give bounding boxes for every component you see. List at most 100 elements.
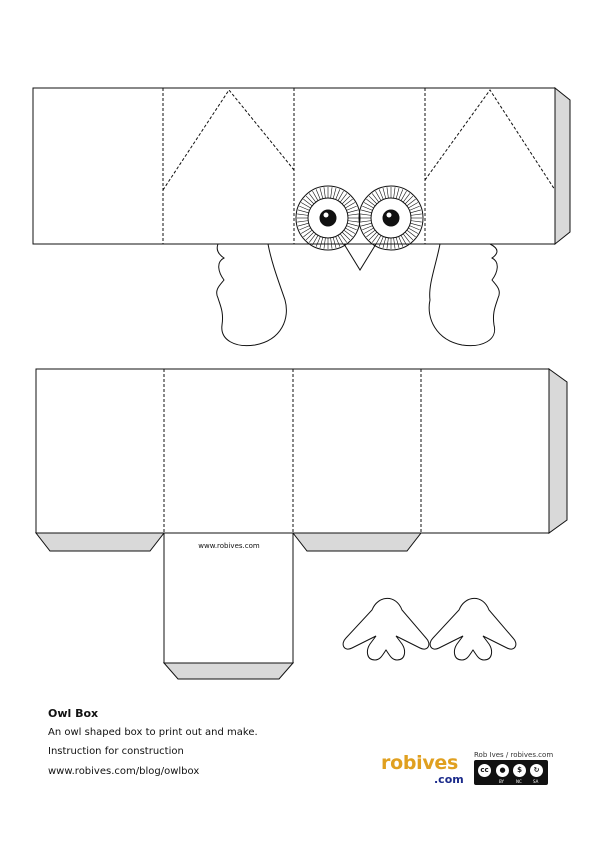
eye-ray bbox=[339, 233, 348, 243]
eye-ray bbox=[382, 187, 387, 199]
right-foot bbox=[429, 597, 517, 661]
eye-ray bbox=[347, 209, 359, 214]
left-foot bbox=[342, 597, 430, 661]
eye-ray bbox=[395, 187, 400, 199]
eye-ray bbox=[400, 235, 407, 245]
cc-license-badge[interactable]: cc ● $ ↻ BY NC SA bbox=[474, 760, 548, 785]
eye-ray bbox=[409, 205, 420, 211]
eye-ray bbox=[366, 229, 376, 238]
eye-ray bbox=[360, 220, 372, 223]
eye-ray bbox=[308, 233, 317, 243]
eye-ray bbox=[312, 191, 319, 201]
eye-ray bbox=[332, 237, 337, 249]
eye-ray bbox=[315, 189, 321, 200]
eye-ray bbox=[346, 225, 357, 231]
by-icon: ● bbox=[495, 763, 510, 778]
eye-ray bbox=[364, 202, 374, 209]
description-text: An owl shaped box to print out and make. bbox=[48, 727, 258, 738]
eye-ray bbox=[323, 237, 326, 249]
eye-ray bbox=[337, 235, 344, 245]
nc-icon: $ bbox=[512, 763, 527, 778]
eye-ray bbox=[366, 198, 376, 207]
eye-ray bbox=[368, 231, 378, 241]
base-tab bbox=[162, 662, 295, 680]
eye-ray bbox=[404, 231, 414, 241]
eye-ray bbox=[303, 229, 313, 238]
eye-ray bbox=[347, 220, 359, 223]
eye-ray bbox=[360, 209, 372, 214]
eye-ray bbox=[375, 191, 382, 201]
top-side-tab bbox=[554, 86, 571, 246]
eye-rays bbox=[297, 187, 422, 249]
eye-ray bbox=[347, 213, 359, 216]
bottom-tab-left bbox=[34, 532, 166, 552]
credit-text: Rob Ives / robives.com bbox=[474, 751, 554, 759]
eye-ray bbox=[386, 187, 389, 199]
by-label: BY bbox=[499, 779, 504, 784]
eye-ray bbox=[297, 209, 309, 214]
eye-ray bbox=[386, 237, 389, 249]
eye-ray bbox=[360, 222, 372, 227]
eye-ray bbox=[398, 189, 404, 200]
eye-ray bbox=[335, 236, 341, 247]
beak bbox=[343, 243, 377, 271]
eye-ray bbox=[378, 236, 384, 247]
eye-ray bbox=[404, 195, 414, 205]
cc-icon: cc bbox=[477, 763, 492, 778]
eye-ray bbox=[301, 227, 311, 234]
eye-ray bbox=[395, 237, 400, 249]
eye-ray bbox=[343, 229, 353, 238]
eye-ray bbox=[410, 213, 422, 216]
eye-ray bbox=[393, 187, 396, 199]
eye-ray bbox=[368, 195, 378, 205]
eye-ray bbox=[402, 233, 411, 243]
eye-ray bbox=[335, 189, 341, 200]
eye-ray bbox=[341, 231, 351, 241]
eye-ray bbox=[323, 187, 326, 199]
eye-ray bbox=[371, 233, 380, 243]
top-fold-lines bbox=[162, 88, 556, 244]
eye-ray bbox=[362, 225, 373, 231]
eye-ray bbox=[297, 220, 309, 223]
eye-ray bbox=[305, 231, 315, 241]
blog-link[interactable]: www.robives.com/blog/owlbox bbox=[48, 766, 200, 777]
eye-ray bbox=[308, 193, 317, 203]
eye-ray bbox=[393, 237, 396, 249]
bottom-fold-lines bbox=[36, 369, 550, 534]
left-pupil bbox=[319, 209, 337, 227]
bottom-tab-right bbox=[291, 532, 423, 552]
right-pupil bbox=[382, 209, 400, 227]
eye-ray bbox=[345, 202, 355, 209]
eye-ray bbox=[371, 193, 380, 203]
eye-ray bbox=[400, 191, 407, 201]
eye-ray bbox=[402, 193, 411, 203]
eye-ray bbox=[398, 236, 404, 247]
eye-ray bbox=[297, 222, 309, 227]
bottom-piece bbox=[34, 368, 568, 680]
eye-ray bbox=[301, 202, 311, 209]
brand-suffix: .com bbox=[434, 773, 464, 786]
tab-url: www.robives.com bbox=[198, 542, 260, 550]
eye-ray bbox=[360, 213, 372, 216]
eye-ray bbox=[347, 222, 359, 227]
eye-ray bbox=[337, 191, 344, 201]
eye-ray bbox=[362, 205, 373, 211]
eye-ray bbox=[410, 209, 422, 214]
eye-ray bbox=[382, 237, 387, 249]
eye-ray bbox=[341, 195, 351, 205]
sa-icon: ↻ bbox=[529, 763, 544, 778]
eye-ray bbox=[299, 205, 310, 211]
brand-logo[interactable]: robives bbox=[381, 752, 459, 774]
eye-ray bbox=[364, 227, 374, 234]
right-wing bbox=[428, 243, 500, 347]
eye-ray bbox=[375, 235, 382, 245]
eye-ray bbox=[315, 236, 321, 247]
eye-ray bbox=[345, 227, 355, 234]
eye-ray bbox=[305, 195, 315, 205]
eye-ray bbox=[406, 198, 416, 207]
instruction-text: Instruction for construction bbox=[48, 746, 184, 757]
eye-ray bbox=[319, 187, 324, 199]
bottom-side-tab bbox=[548, 368, 568, 534]
left-wing bbox=[216, 243, 287, 347]
eye-ray bbox=[406, 229, 416, 238]
